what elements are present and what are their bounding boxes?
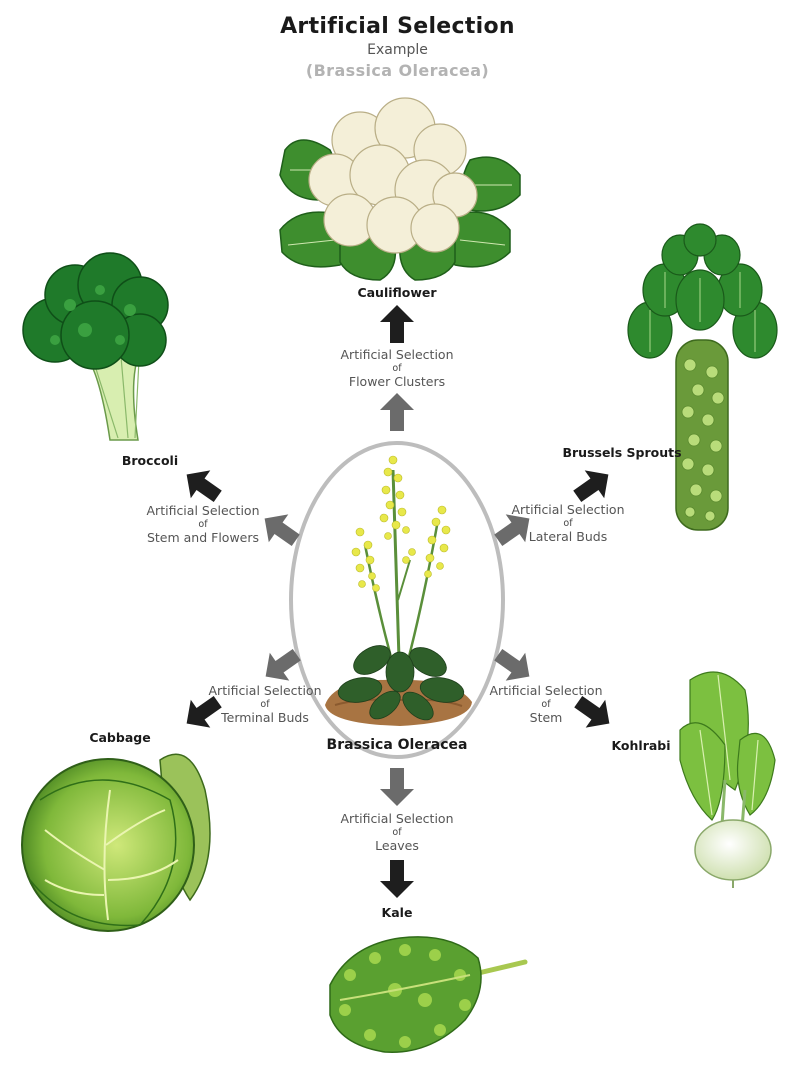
brussels-sprouts-illustration bbox=[627, 223, 778, 531]
selection-of: of bbox=[541, 699, 551, 710]
selection-target: Terminal Buds bbox=[221, 710, 309, 725]
label-cabbage: Cabbage bbox=[89, 730, 151, 745]
selection-target: Flower Clusters bbox=[348, 374, 446, 389]
selection-of: of bbox=[392, 363, 402, 374]
diagram-subtitle: Example bbox=[367, 42, 428, 58]
selection-flower-clusters: Artificial Selection of Flower Clusters bbox=[302, 348, 492, 389]
selection-target: Stem and Flowers bbox=[146, 530, 260, 545]
selection-target: Lateral Buds bbox=[528, 529, 608, 544]
center-species-label: Brassica Oleracea bbox=[326, 737, 468, 753]
label-broccoli: Broccoli bbox=[121, 453, 179, 468]
cabbage-illustration bbox=[21, 753, 211, 932]
selection-of: of bbox=[563, 518, 573, 529]
selection-of: of bbox=[392, 827, 402, 838]
label-brussels-sprouts: Brussels Sprouts bbox=[562, 445, 682, 460]
kale-illustration bbox=[329, 936, 528, 1053]
label-cauliflower: Cauliflower bbox=[357, 285, 437, 300]
selection-title: Artificial Selection bbox=[208, 683, 322, 698]
label-kale: Kale bbox=[381, 905, 413, 920]
selection-stem-and-flowers: Artificial Selection of Stem and Flowers bbox=[108, 504, 298, 545]
selection-terminal-buds: Artificial Selection of Terminal Buds bbox=[170, 684, 360, 725]
selection-target: Stem bbox=[529, 710, 563, 725]
selection-lateral-buds: Artificial Selection of Lateral Buds bbox=[473, 503, 663, 544]
arrow-cauliflower-inner bbox=[380, 393, 414, 431]
selection-title: Artificial Selection bbox=[489, 683, 603, 698]
species-name: (Brassica Oleracea) bbox=[305, 61, 490, 80]
arrow-kale-outer bbox=[380, 860, 414, 898]
broccoli-illustration bbox=[22, 252, 169, 441]
selection-title: Artificial Selection bbox=[511, 502, 625, 517]
selection-title: Artificial Selection bbox=[340, 347, 454, 362]
arrow-cauliflower-outer bbox=[380, 305, 414, 343]
cauliflower-illustration bbox=[279, 97, 521, 281]
selection-stem: Artificial Selection of Stem bbox=[451, 684, 641, 725]
selection-title: Artificial Selection bbox=[146, 503, 260, 518]
brassica-plant-illustration bbox=[337, 455, 465, 721]
selection-leaves: Artificial Selection of Leaves bbox=[302, 812, 492, 853]
kohlrabi-illustration bbox=[679, 671, 776, 888]
selection-target: Leaves bbox=[375, 838, 419, 853]
selection-title: Artificial Selection bbox=[340, 811, 454, 826]
label-kohlrabi: Kohlrabi bbox=[611, 738, 671, 753]
selection-of: of bbox=[260, 699, 270, 710]
center-oval bbox=[289, 441, 505, 759]
arrow-kale-inner bbox=[380, 768, 414, 806]
selection-of: of bbox=[198, 519, 208, 530]
diagram-title: Artificial Selection bbox=[280, 14, 515, 39]
